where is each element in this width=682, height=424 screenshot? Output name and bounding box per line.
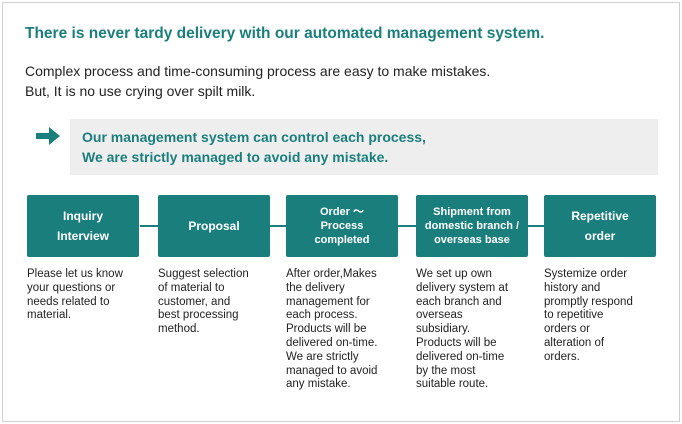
- intro-line: Complex process and time-consuming proce…: [25, 63, 491, 79]
- step-description: Suggest selection of material to custome…: [158, 268, 249, 336]
- step-title: Shipment from domestic branch / overseas…: [424, 206, 520, 246]
- step-shipment: Shipment from domestic branch / overseas…: [416, 195, 528, 257]
- intro-line: But, It is no use crying over spilt milk…: [25, 83, 256, 99]
- step-description: After order,Makes the delivery managemen…: [286, 268, 378, 391]
- page-title: There is never tardy delivery with our a…: [25, 25, 545, 42]
- callout-line: Our management system can control each p…: [82, 129, 426, 145]
- step-inquiry-interview: Inquiry Interview: [27, 195, 139, 257]
- step-description: We set up own delivery system at each br…: [416, 268, 509, 391]
- step-proposal: Proposal: [158, 195, 270, 257]
- callout-box: Our management system can control each p…: [70, 119, 658, 175]
- step-title: Inquiry Interview: [56, 209, 110, 243]
- step-repetitive-order: Repetitive order: [544, 195, 656, 257]
- callout-line: We are strictly managed to avoid any mis…: [82, 149, 389, 165]
- step-title: Order 〜 Process completed: [314, 206, 370, 246]
- step-title: Repetitive order: [571, 209, 629, 243]
- step-description: Please let us know your questions or nee…: [27, 268, 123, 322]
- step-description: Systemize order history and promptly res…: [544, 268, 633, 363]
- intro-text: Complex process and time-consuming proce…: [25, 61, 645, 101]
- step-title: Proposal: [188, 219, 240, 233]
- step-order-process: Order 〜 Process completed: [286, 195, 398, 257]
- arrow-right-icon: [36, 127, 60, 145]
